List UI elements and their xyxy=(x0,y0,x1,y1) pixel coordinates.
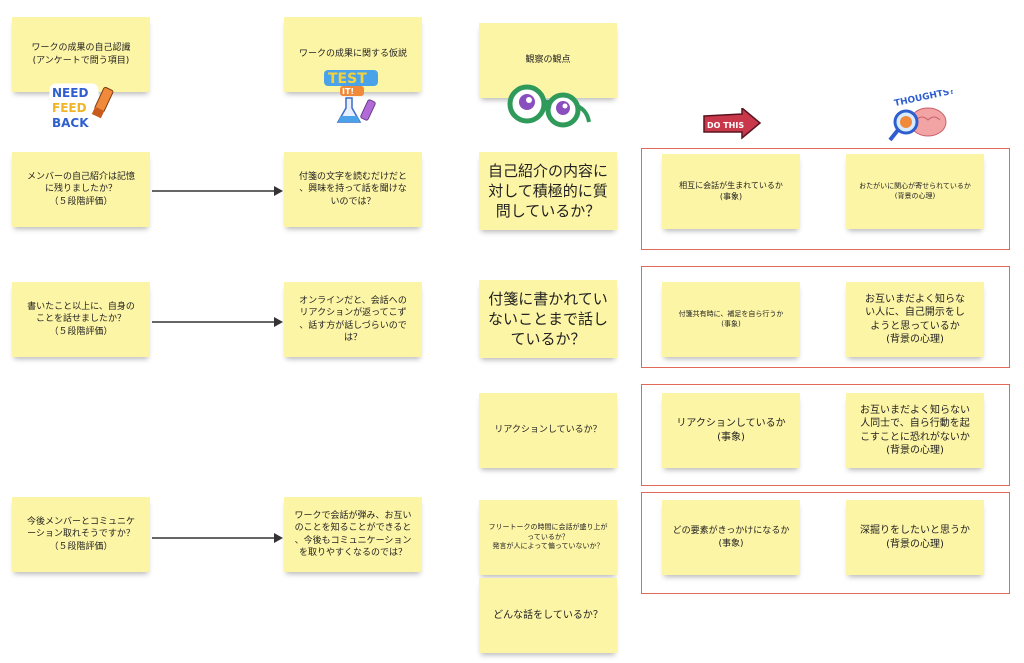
observation-note-4[interactable]: フリートークの時間に会話が盛り上が っているか？ 発言が人によって偏っていないか… xyxy=(479,500,617,575)
question-header-note[interactable]: ワークの成果の自己認識 (アンケートで問う項目) xyxy=(12,17,150,92)
need-text: NEED xyxy=(52,86,88,100)
do-this-note-2[interactable]: 付箋共有時に、補足を自ら行うか (事象) xyxy=(662,282,800,357)
it-text: IT! xyxy=(342,87,354,96)
hypothesis-note-3[interactable]: ワークで会話が弾み、お互い のことを知ることができると 、今後もコミュニケーショ… xyxy=(284,497,422,572)
do-this-note-1[interactable]: 相互に会話が生まれているか (事象) xyxy=(662,154,800,229)
frame-row-3 xyxy=(641,384,1010,486)
need-feedback-sticker: NEED FEED BACK xyxy=(49,83,114,131)
test-text: TEST xyxy=(328,71,367,87)
glasses-sticker xyxy=(507,84,591,128)
thoughts-note-4[interactable]: 深掘りをしたいと思うか (背景の心理) xyxy=(846,500,984,575)
thoughts-note-1[interactable]: おたがいに関心が寄せられているか (背景の心理) xyxy=(846,154,984,229)
hypothesis-note-2[interactable]: オンラインだと、会話への リアクションが返ってこず 、話す方が話しづらいので は… xyxy=(284,282,422,357)
observation-note-3[interactable]: リアクションしているか？ xyxy=(479,393,617,468)
thoughts-text: THOUGHTS? xyxy=(893,90,955,109)
arrow-1 xyxy=(152,186,283,196)
do-this-note-4[interactable]: どの要素がきっかけになるか (事象) xyxy=(662,500,800,575)
observation-note-5[interactable]: どんな話をしているか？ xyxy=(479,578,617,653)
back-text: BACK xyxy=(52,116,89,130)
question-note-3[interactable]: 今後メンバーとコミュニケ ーション取れそうですか？ （５段階評価） xyxy=(12,497,150,572)
feed-text: FEED xyxy=(52,101,87,115)
question-note-1[interactable]: メンバーの自己紹介は記憶 に残りましたか？ （５段階評価） xyxy=(12,152,150,227)
arrow-3 xyxy=(152,533,283,543)
frame-row-1 xyxy=(641,148,1010,250)
thoughts-note-3[interactable]: お互いまだよく知らない 人同士で、自ら行動を起 こすことに恐れがないか (背景の… xyxy=(846,393,984,468)
observation-header-note[interactable]: 観察の観点 xyxy=(479,23,617,98)
hypothesis-note-1[interactable]: 付箋の文字を読むだけだと 、興味を持って話を聞けな いのでは？ xyxy=(284,152,422,227)
arrow-2 xyxy=(152,317,283,327)
question-note-2[interactable]: 書いたこと以上に、自身の ことを話せましたか？ （５段階評価） xyxy=(12,282,150,357)
test-it-sticker: TEST IT! xyxy=(324,70,378,123)
do-this-text: DO THIS xyxy=(707,121,744,130)
observation-note-2[interactable]: 付箋に書かれてい ないことまで話し ているか？ xyxy=(479,280,617,358)
thoughts-sticker: THOUGHTS? xyxy=(888,90,956,142)
frame-row-2 xyxy=(641,266,1010,368)
thoughts-note-2[interactable]: お互いまだよく知らな い人に、自己開示をし ようと思っているか (背景の心理) xyxy=(846,282,984,357)
do-this-note-3[interactable]: リアクションしているか (事象) xyxy=(662,393,800,468)
frame-row-4 xyxy=(641,492,1010,594)
observation-note-1[interactable]: 自己紹介の内容に 対して積極的に質 問しているか？ xyxy=(479,152,617,230)
do-this-sticker: DO THIS xyxy=(703,108,762,140)
